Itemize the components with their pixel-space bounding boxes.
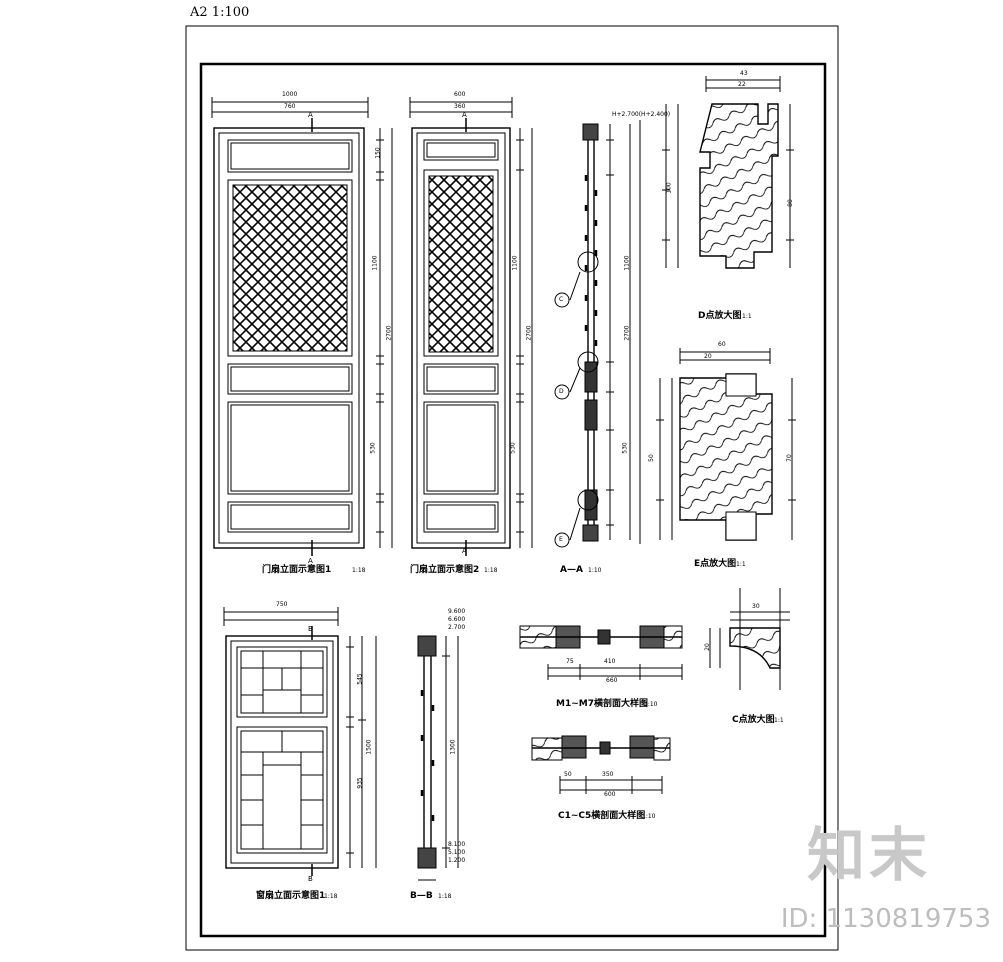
dim-e-60: 60	[718, 341, 726, 348]
dim-door1-height: 2700	[385, 325, 393, 341]
window-elevation-1	[223, 607, 377, 876]
dim-door1-panel: 530	[369, 442, 377, 454]
elev-8100: 8.100	[448, 841, 466, 848]
dim-d-100: 100	[665, 182, 673, 194]
dim-window-lower: 935	[356, 777, 364, 789]
c-section-detail	[531, 735, 671, 794]
detail-e	[656, 348, 796, 541]
dim-e-20: 20	[704, 353, 712, 360]
caption-detail-d: D点放大图	[698, 311, 742, 321]
dim-aa-2700: 2700	[623, 325, 631, 341]
caption-door1: 门扇立面示意图1	[262, 565, 332, 575]
dim-door1-top: 150	[374, 147, 382, 159]
dim-m-410: 410	[604, 658, 616, 665]
scale-detail-e: 1:1	[736, 561, 746, 568]
caption-detail-c: C点放大图	[732, 715, 775, 725]
callout-d: D	[559, 388, 564, 395]
section-mark-b-bottom: B	[308, 875, 313, 883]
section-mark-a-top: A	[308, 111, 313, 119]
dim-door2-height: 2700	[525, 325, 533, 341]
dim-aa-530: 530	[621, 442, 629, 454]
detail-d	[662, 76, 794, 269]
dim-door2-panel: 530	[509, 442, 517, 454]
dim-c-600: 600	[604, 791, 616, 798]
callout-e: E	[559, 536, 563, 543]
dim-window-height: 1500	[365, 739, 373, 755]
detail-c	[709, 588, 790, 690]
section-b-b	[417, 635, 459, 881]
caption-m-section: M1~M7横剖面大样图	[556, 699, 648, 709]
dim-door1-width: 1000	[282, 91, 298, 98]
dim-bb-1300: 1300	[449, 739, 457, 755]
dim-door2-width: 600	[454, 91, 466, 98]
dim-window-width: 750	[276, 601, 288, 608]
elev-6600: 6.600	[448, 616, 466, 623]
caption-window1: 窗扇立面示意图1	[256, 891, 326, 901]
dim-door1-lattice: 1100	[371, 255, 379, 271]
elev-5100: 5.100	[448, 849, 466, 856]
sheet-scale-label: A2 1:100	[190, 5, 250, 20]
sheet-outer-border	[185, 25, 839, 951]
dim-c-20: 20	[703, 643, 711, 651]
dim-d-80: 80	[786, 199, 794, 207]
section-mark-a2-bottom: A	[462, 547, 467, 555]
caption-section-bb: B—B	[410, 891, 433, 901]
dim-m-660: 660	[606, 677, 618, 684]
watermark-brand: 知末	[806, 821, 931, 889]
dim-door2-lattice: 1100	[511, 255, 519, 271]
dim-e-70: 70	[785, 454, 793, 462]
scale-section-bb: 1:18	[438, 893, 452, 900]
sheet-inner-border	[199, 62, 827, 938]
elev-9600: 9.600	[448, 608, 466, 615]
m-section-detail	[519, 625, 683, 680]
section-mark-a-bottom: A	[308, 557, 313, 565]
dim-d-43: 43	[740, 70, 748, 77]
dim-m-75: 75	[566, 658, 574, 665]
scale-section-aa: 1:10	[588, 567, 602, 574]
section-mark-b-top: B	[308, 625, 313, 633]
elev-1200: 1.200	[448, 857, 466, 864]
scale-door1: 1:18	[352, 567, 366, 574]
watermark-id: ID: 1130819753	[780, 904, 991, 934]
caption-section-aa: A—A	[560, 565, 583, 575]
callout-c: C	[559, 296, 564, 303]
dim-d-22: 22	[738, 81, 746, 88]
dim-e-50: 50	[647, 454, 655, 462]
elev-2700: 2.700	[448, 624, 466, 631]
scale-detail-c: 1:1	[774, 717, 784, 724]
scale-detail-d: 1:1	[742, 313, 752, 320]
caption-c-section: C1~C5横剖面大样图	[558, 811, 646, 821]
door-elevation-1	[211, 97, 393, 556]
scale-door2: 1:18	[484, 567, 498, 574]
caption-detail-e: E点放大图	[694, 559, 737, 569]
dim-c-50: 50	[564, 771, 572, 778]
dim-window-upper: 545	[356, 673, 364, 685]
caption-door2: 门扇立面示意图2	[410, 565, 480, 575]
scale-c-section: 1:10	[642, 813, 656, 820]
dim-aa-1100: 1100	[623, 255, 631, 271]
dim-c-30: 30	[752, 603, 760, 610]
dim-c-350: 350	[602, 771, 614, 778]
elevation-top: H+2.700(H+2.400)	[612, 111, 671, 118]
scale-window1: 1:18	[324, 893, 338, 900]
scale-m-section: 1:10	[644, 701, 658, 708]
section-a-a	[554, 120, 641, 548]
door-elevation-2	[409, 97, 533, 556]
dim-door2-inner: 360	[454, 103, 466, 110]
dim-door1-inner: 760	[284, 103, 296, 110]
section-mark-a2-top: A	[462, 111, 467, 119]
